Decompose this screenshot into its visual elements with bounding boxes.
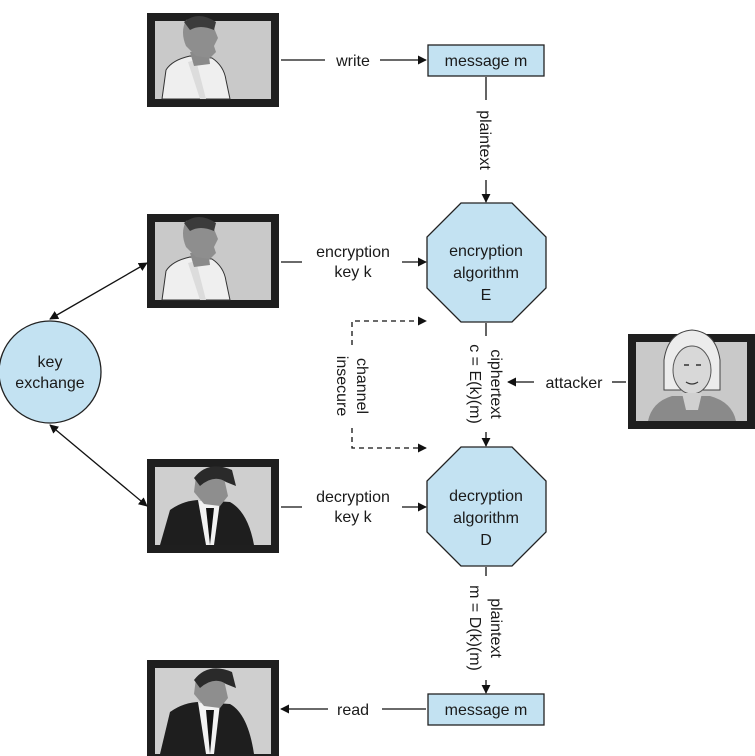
decryption-algorithm-octagon: decryption algorithm D <box>426 446 547 567</box>
encryption-key-line-1: encryption <box>316 244 390 261</box>
plaintext-bottom-edge: plaintext m = D(k)(m) <box>466 567 504 694</box>
attacker-portrait <box>628 329 755 429</box>
key-exchange-to-receiver-arrow <box>49 424 148 507</box>
insecure-channel-line-1: insecure <box>333 356 350 417</box>
decryption-key-line-2: key k <box>334 509 372 526</box>
key-exchange-circle: key exchange <box>0 320 102 424</box>
write-edge: write <box>281 53 427 70</box>
message-top-label: message m <box>445 53 528 70</box>
decryption-key-edge: decryption key k <box>281 489 427 526</box>
read-label: read <box>337 702 369 719</box>
insecure-channel-edge: insecure channel <box>333 316 427 453</box>
man-in-suit-portrait-icon <box>160 466 254 545</box>
sender-key-portrait <box>147 214 279 308</box>
key-exchange-links <box>49 262 148 507</box>
insecure-channel-line-2: channel <box>353 358 370 414</box>
encryption-line-3: E <box>481 287 492 304</box>
receiver-bottom-portrait <box>147 660 279 756</box>
man-in-suit-portrait-icon <box>160 668 254 754</box>
decryption-line-2: algorithm <box>453 510 519 527</box>
encryption-key-edge: encryption key k <box>281 244 427 281</box>
receiver-key-portrait <box>147 459 279 553</box>
message-bottom-label: message m <box>445 702 528 719</box>
read-edge: read <box>280 702 426 719</box>
write-label: write <box>335 53 370 70</box>
encryption-line-1: encryption <box>449 243 523 260</box>
message-bottom-box: message m <box>427 693 545 726</box>
ciphertext-line-2: c = E(k)(m) <box>466 344 483 424</box>
encryption-line-2: algorithm <box>453 265 519 282</box>
key-exchange-to-sender-arrow <box>49 262 148 320</box>
man-portrait-icon <box>161 16 231 100</box>
key-exchange-line-2: exchange <box>15 375 84 392</box>
plaintext-bottom-line-1: plaintext <box>487 598 504 658</box>
message-top-box: message m <box>427 44 545 77</box>
plaintext-bottom-line-2: m = D(k)(m) <box>466 585 483 671</box>
plaintext-top-label: plaintext <box>476 110 493 170</box>
encryption-algorithm-octagon: encryption algorithm E <box>426 202 547 323</box>
decryption-key-line-1: decryption <box>316 489 390 506</box>
woman-portrait-icon <box>648 329 736 421</box>
decryption-line-3: D <box>480 532 492 549</box>
ciphertext-edge: ciphertext c = E(k)(m) <box>466 323 504 447</box>
plaintext-top-edge: plaintext <box>476 77 493 203</box>
decryption-line-1: decryption <box>449 488 523 505</box>
attacker-edge: attacker <box>507 375 626 392</box>
sender-top-portrait <box>147 13 279 107</box>
encryption-key-line-2: key k <box>334 264 372 281</box>
key-exchange-line-1: key <box>38 354 63 371</box>
attacker-label: attacker <box>546 375 604 392</box>
ciphertext-line-1: ciphertext <box>487 349 504 419</box>
man-portrait-icon <box>161 217 231 301</box>
